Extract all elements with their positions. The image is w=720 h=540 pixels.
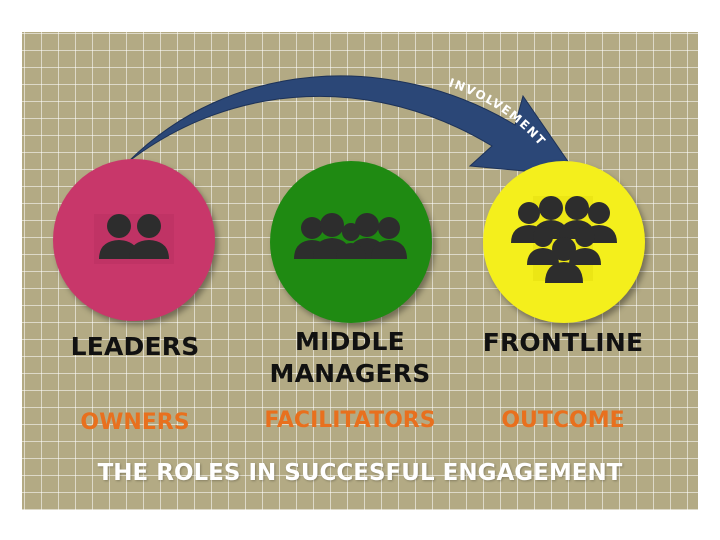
group-of-two-people-icon	[94, 214, 174, 264]
group-of-three-people-icon	[294, 213, 407, 259]
middle-managers-label: MIDDLE MANAGERS	[260, 326, 440, 390]
frontline-circle	[483, 161, 645, 323]
middle-managers-label-line-2: MANAGERS	[269, 359, 431, 388]
slide-title: THE ROLES IN SUCCESFUL ENGAGEMENT	[97, 460, 623, 486]
middle-managers-circle	[270, 161, 432, 323]
middle-managers-label-line-1: MIDDLE	[295, 327, 405, 356]
leaders-label: LEADERS	[70, 332, 200, 361]
facilitators-role-label: FACILITATORS	[264, 408, 436, 433]
outcome-role-label: OUTCOME	[501, 408, 625, 433]
frontline-label: FRONTLINE	[482, 328, 644, 357]
crowd-of-people-icon	[511, 196, 617, 283]
leaders-circle	[53, 159, 215, 321]
involvement-arrow-shape	[127, 75, 580, 177]
owners-role-label: OWNERS	[80, 410, 190, 435]
